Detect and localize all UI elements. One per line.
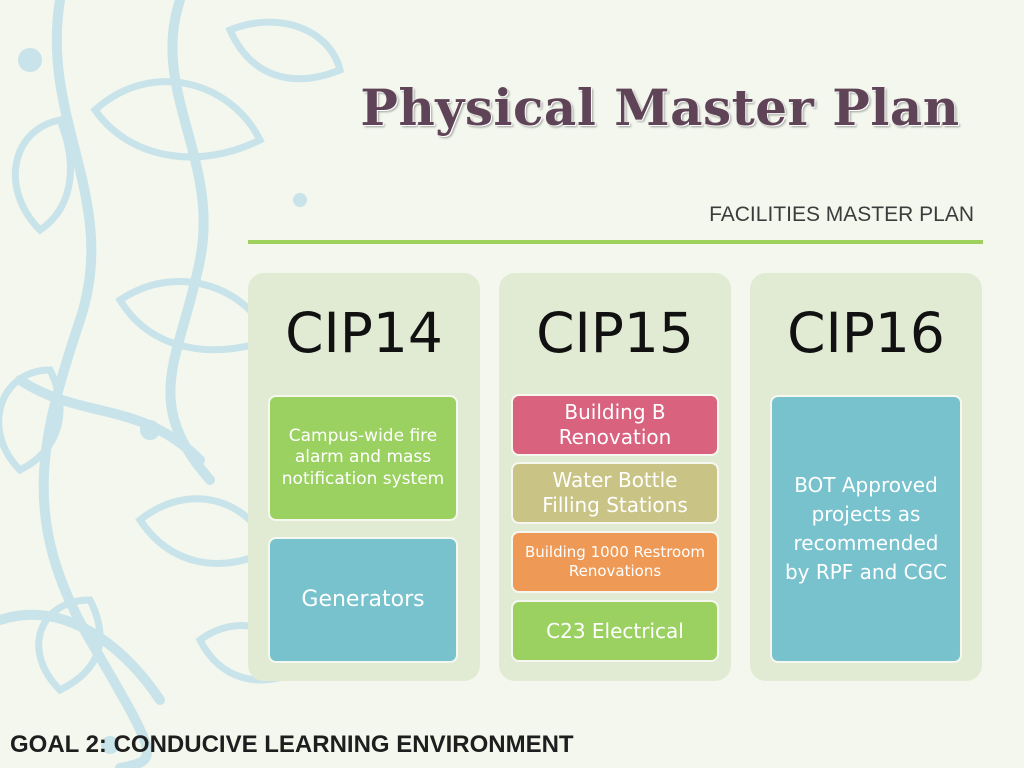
column-cip15: CIP15 Building B Renovation Water Bottle… [499, 273, 731, 681]
project-box: Building 1000 Restroom Renovations [513, 533, 717, 591]
project-label: Building B Renovation [558, 400, 672, 449]
project-box: Water Bottle Filling Stations [513, 464, 717, 522]
project-label: BOT Approved projects as recommended by … [784, 473, 948, 584]
project-label: C23 Electrical [546, 618, 684, 643]
project-label: Generators [301, 587, 425, 613]
slide-footer: GOAL 2: CONDUCIVE LEARNING ENVIRONMENT [10, 731, 574, 758]
project-label: Campus-wide fire alarm and mass notifica… [281, 426, 445, 489]
column-header: CIP16 [787, 301, 945, 365]
project-box: BOT Approved projects as recommended by … [772, 397, 960, 661]
project-box: C23 Electrical [513, 602, 717, 660]
project-box: Building B Renovation [513, 396, 717, 454]
column-cip16: CIP16 BOT Approved projects as recommend… [750, 273, 982, 681]
column-header: CIP14 [285, 301, 443, 365]
column-header: CIP15 [536, 301, 694, 365]
project-box: Campus-wide fire alarm and mass notifica… [270, 397, 456, 519]
slide-title: Physical Master Plan [360, 78, 960, 137]
divider-line [248, 240, 983, 244]
column-cip14: CIP14 Campus-wide fire alarm and mass no… [248, 273, 480, 681]
project-box: Generators [270, 539, 456, 661]
project-label: Water Bottle Filling Stations [542, 468, 688, 517]
slide-subtitle: FACILITIES MASTER PLAN [709, 203, 974, 226]
project-label: Building 1000 Restroom Renovations [524, 543, 706, 580]
